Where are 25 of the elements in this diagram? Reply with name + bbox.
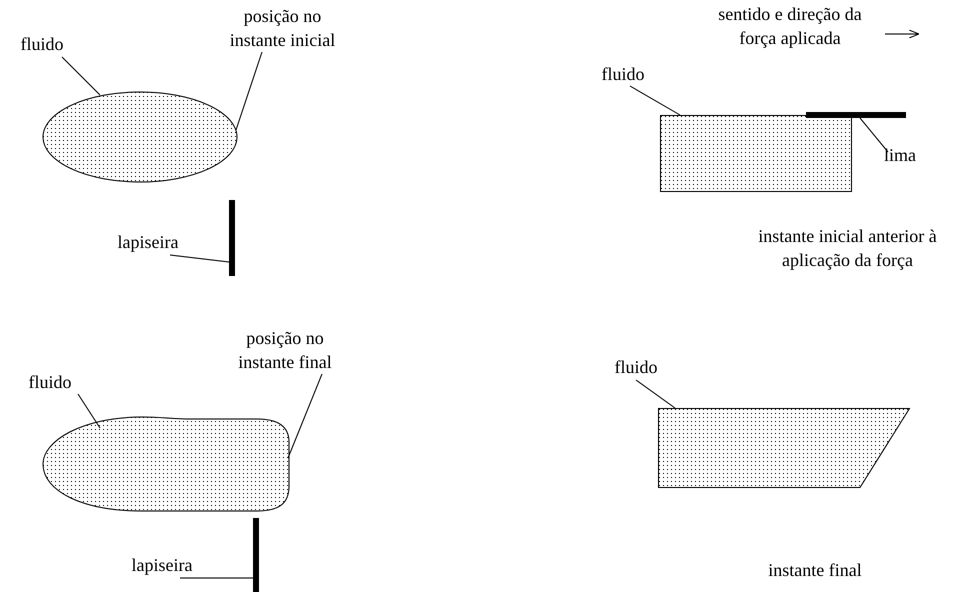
part-label: posição no instante final: [220, 326, 350, 374]
caption-text: sentido e direção da força aplicada: [717, 3, 863, 50]
part-label: fluido: [595, 62, 651, 86]
file-bar: [806, 112, 906, 118]
pencil-lead: [253, 518, 259, 592]
part-label: lapiseira: [122, 553, 202, 577]
leader-line: [636, 380, 676, 408]
leader-line: [62, 56, 100, 96]
fluid-block: [660, 115, 852, 192]
leader-line: [630, 86, 680, 116]
leader-line: [860, 118, 888, 152]
fluid-ellipse: [42, 91, 238, 183]
part-label: fluido: [14, 32, 70, 56]
part-label: fluido: [608, 355, 664, 379]
fluid-blob: [42, 416, 290, 512]
part-label: posição no instante inicial: [215, 4, 350, 52]
leader-line: [170, 254, 230, 262]
part-label: fluido: [22, 370, 78, 394]
part-label: lima: [880, 143, 920, 167]
pencil-lead: [229, 200, 235, 276]
caption-text: instante final: [767, 559, 863, 582]
fluid-trapezoid: [658, 408, 910, 488]
caption-text: instante inicial anterior à aplicação da força: [757, 225, 938, 272]
leader-line: [236, 52, 262, 130]
part-label: lapiseira: [108, 230, 188, 254]
